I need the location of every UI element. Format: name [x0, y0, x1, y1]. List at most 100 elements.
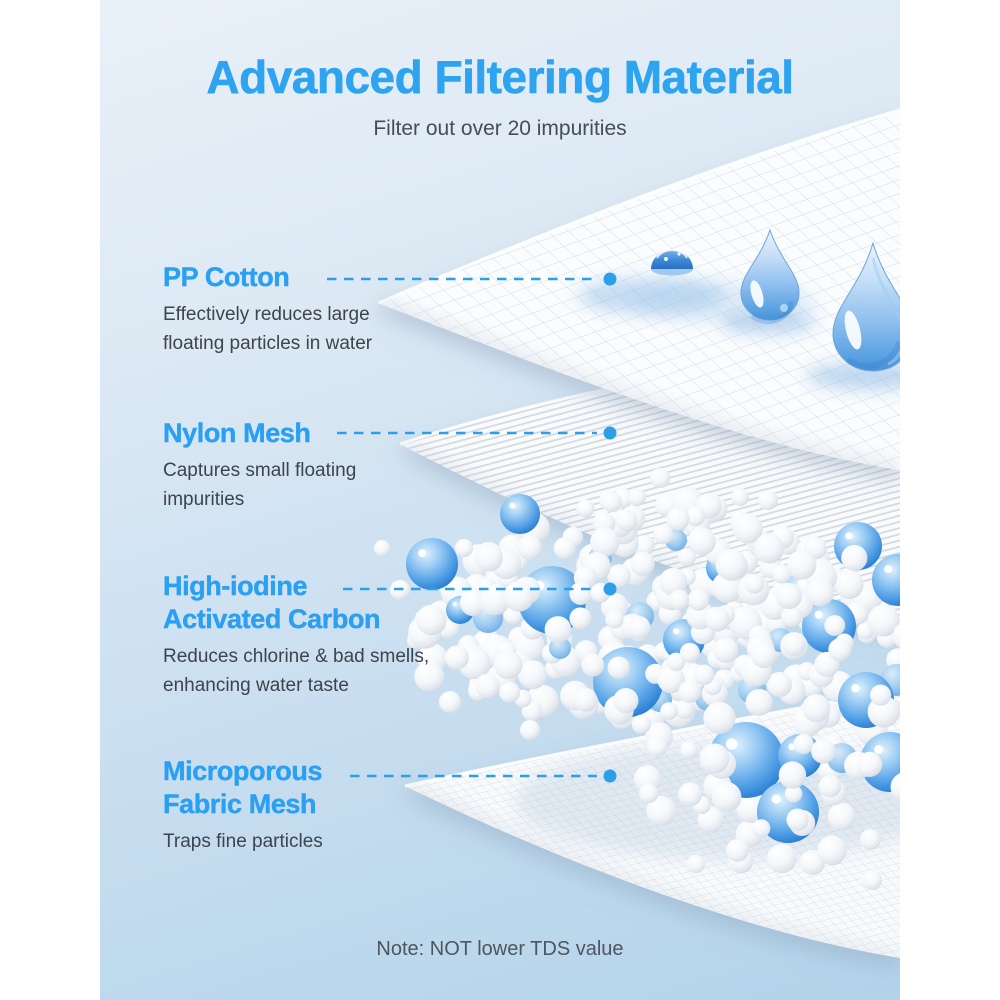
callout-leaders [327, 272, 617, 783]
callout-leader-dot-3 [603, 582, 617, 596]
callout-leader-dot-1 [603, 272, 617, 286]
carbon-bead-white [653, 524, 674, 545]
bead-highlight [874, 744, 884, 754]
carbon-bead-white [573, 687, 598, 712]
carbon-bead-white [811, 739, 836, 764]
carbon-bead-white [775, 582, 802, 610]
carbon-bead-white [766, 671, 793, 698]
callout-title-line: Activated Carbon [163, 604, 381, 634]
carbon-bead-white [607, 656, 630, 679]
carbon-bead-white [414, 661, 445, 692]
carbon-bead-white [781, 605, 803, 628]
carbon-bead-white [475, 673, 500, 699]
carbon-bead-white [659, 567, 688, 596]
carbon-bead-white [828, 638, 852, 662]
carbon-bead-white [827, 802, 856, 831]
carbon-bead-white [657, 665, 685, 694]
carbon-bead-white [499, 681, 521, 703]
carbon-bead-white [667, 652, 686, 671]
carbon-bead-white [631, 714, 651, 734]
carbon-bead-white [518, 660, 548, 690]
callout-desc-line: Effectively reduces large [163, 304, 370, 325]
carbon-bead-white [699, 743, 730, 774]
carbon-bead-white [782, 632, 806, 657]
carbon-bead-white [693, 664, 715, 686]
carbon-bead-white [784, 785, 803, 803]
carbon-bead-white [627, 616, 651, 640]
infographic-poster: Advanced Filtering Material Filter out o… [100, 0, 900, 1000]
carbon-bead-white [841, 544, 868, 572]
bead-highlight [851, 684, 860, 693]
callout-pp-cotton: PP Cotton Effectively reduces large floa… [163, 261, 463, 358]
callout-title-line: Fabric Mesh [163, 789, 317, 819]
carbon-bead-white [758, 490, 778, 510]
bead-highlight [672, 628, 680, 635]
bead-highlight [788, 743, 795, 751]
droplet-teardrop [740, 228, 800, 325]
carbon-bead-white [786, 550, 817, 580]
carbon-bead-white [817, 835, 847, 866]
carbon-bead-white [520, 720, 540, 740]
carbon-bead-white [678, 782, 702, 807]
carbon-bead-white [713, 637, 739, 663]
callout-desc-line: floating particles in water [163, 333, 373, 354]
carbon-bead-white [867, 604, 900, 637]
carbon-bead-white [613, 688, 639, 714]
carbon-bead-white [860, 829, 881, 850]
carbon-bead-white [687, 589, 710, 611]
carbon-bead-white [703, 701, 736, 735]
carbon-bead-white [553, 537, 576, 559]
carbon-bead-white [751, 642, 777, 668]
carbon-bead-white [576, 499, 595, 518]
carbon-bead-white [444, 645, 469, 670]
callout-desc-line: impurities [163, 489, 245, 510]
bead-highlight [725, 738, 738, 750]
carbon-bead-white [569, 582, 593, 605]
carbon-bead-white [754, 533, 784, 564]
bead-highlight [814, 610, 823, 619]
carbon-bead-white [731, 488, 749, 506]
carbon-bead-white [677, 548, 696, 567]
carbon-bead-white [786, 808, 809, 831]
carbon-bead-white [745, 689, 773, 716]
carbon-bead-white [752, 819, 771, 838]
bead-highlight [845, 532, 853, 540]
carbon-bead-white [715, 549, 748, 581]
carbon-bead-blue [872, 554, 900, 606]
carbon-bead-white [601, 492, 622, 513]
callout-title-line: Nylon Mesh [163, 418, 311, 448]
carbon-bead-white [633, 535, 655, 556]
carbon-bead-white [374, 540, 390, 556]
carbon-bead-white [544, 616, 572, 643]
carbon-bead-white [711, 782, 742, 812]
callout-desc-line: enhancing water taste [163, 675, 349, 696]
callout-desc-line: Reduces chlorine & bad smells, [163, 646, 430, 667]
carbon-bead-white [892, 623, 900, 649]
carbon-bead-white [517, 535, 542, 560]
page-title: Advanced Filtering Material [206, 51, 794, 103]
droplet-teardrop-large [832, 241, 900, 372]
carbon-bead-white [678, 680, 701, 703]
carbon-bead-white [704, 606, 730, 632]
bead-highlight [884, 565, 892, 573]
callout-activated-carbon: High-iodine Activated Carbon Reduces chl… [163, 570, 463, 700]
carbon-bead-white [778, 761, 807, 789]
callout-title-line: High-iodine [163, 571, 308, 601]
carbon-bead-white [687, 855, 705, 873]
carbon-bead-white [439, 691, 461, 713]
carbon-bead-white [857, 751, 883, 778]
page-subtitle: Filter out over 20 impurities [373, 117, 627, 140]
carbon-bead-white [569, 607, 592, 630]
carbon-bead-white [666, 507, 690, 531]
droplet-cap [651, 249, 693, 276]
carbon-bead-white [862, 870, 882, 890]
activated-carbon-beads [374, 468, 900, 890]
carbon-bead-white [890, 773, 900, 801]
carbon-bead-white [685, 506, 706, 527]
carbon-bead-white [834, 570, 864, 600]
carbon-bead-white [607, 564, 631, 588]
carbon-bead-white [605, 610, 624, 629]
carbon-bead-white [479, 584, 511, 616]
filter-layers-illustration [327, 108, 900, 963]
carbon-bead-white [494, 650, 523, 679]
